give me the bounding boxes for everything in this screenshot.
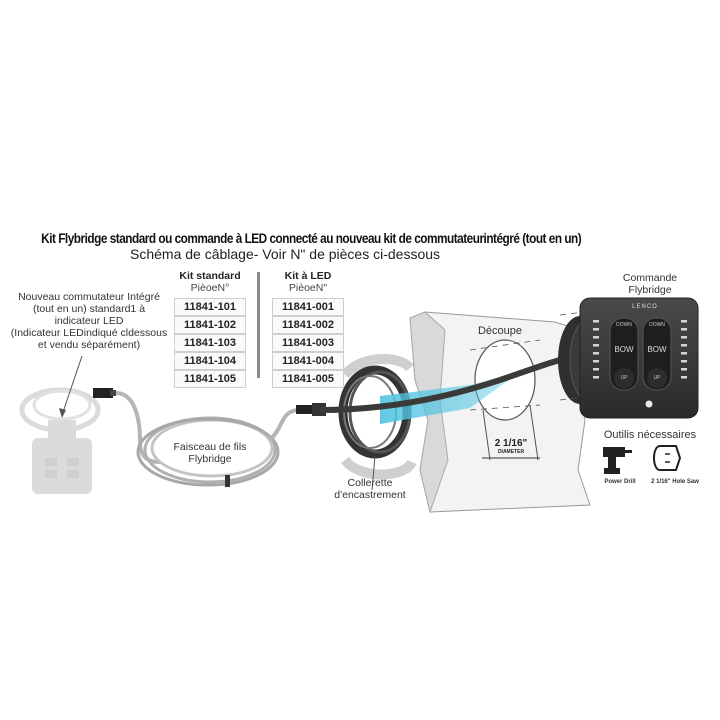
diameter-value: 2 1/16" bbox=[494, 438, 528, 449]
tools-heading: Outilis nécessaires bbox=[603, 429, 697, 441]
diagram-subtitle: Schéma de câblage- Voir N" de pièces ci-… bbox=[130, 246, 441, 262]
harness-label: Faisceau de fils Flybridge bbox=[173, 441, 247, 465]
hole-saw-label: 2 1/16" Hole Saw bbox=[651, 479, 699, 485]
standard-kit-column: Kit standard PièoeN° bbox=[170, 270, 250, 294]
table-divider bbox=[257, 272, 260, 378]
standard-kit-subheading: PièoeN° bbox=[190, 282, 230, 294]
harness-coil bbox=[136, 416, 280, 487]
rocker-left-label: BOW bbox=[614, 345, 634, 354]
new-switch-image bbox=[19, 387, 101, 494]
part-number-cell: 11841-105 bbox=[174, 370, 246, 388]
cutout-label: Découpe bbox=[477, 325, 523, 337]
panel-brand: LENCO bbox=[632, 304, 658, 310]
rocker-left-top[interactable]: DOWN bbox=[616, 322, 632, 328]
part-number-cell: 11841-004 bbox=[272, 352, 344, 370]
new-switch-label: Nouveau commutateur Intégré (tout en un)… bbox=[10, 291, 168, 351]
led-kit-column: Kit à LED PièoeN" bbox=[268, 270, 348, 294]
collar-label: Collerette d'encastrement bbox=[334, 477, 406, 501]
rocker-left-bottom[interactable]: UP bbox=[620, 375, 628, 381]
flybridge-control-label: Commande Flybridge bbox=[622, 272, 678, 296]
led-kit-heading: Kit à LED bbox=[284, 270, 332, 282]
part-number-cell: 11841-001 bbox=[272, 298, 344, 316]
standard-kit-heading: Kit standard bbox=[179, 270, 241, 282]
rocker-right-label: BOW bbox=[647, 345, 667, 354]
part-number-cell: 11841-104 bbox=[174, 352, 246, 370]
part-number-cell: 11841-003 bbox=[272, 334, 344, 352]
power-drill-label: Power Drill bbox=[604, 479, 636, 485]
flybridge-control-panel bbox=[579, 297, 699, 419]
rocker-right-top[interactable]: DOWN bbox=[649, 322, 665, 328]
rocker-right-bottom[interactable]: UP bbox=[653, 375, 661, 381]
diameter-label: DIAMETER bbox=[497, 449, 525, 455]
hole-saw-icon bbox=[653, 445, 682, 471]
part-number-cell: 11841-005 bbox=[272, 370, 344, 388]
power-drill-icon bbox=[603, 447, 632, 474]
diagram-title: Kit Flybridge standard ou commande à LED… bbox=[41, 231, 582, 246]
part-number-cell: 11841-102 bbox=[174, 316, 246, 334]
part-number-cell: 11841-002 bbox=[272, 316, 344, 334]
part-number-cell: 11841-101 bbox=[174, 298, 246, 316]
part-number-cell: 11841-103 bbox=[174, 334, 246, 352]
led-kit-subheading: PièoeN" bbox=[288, 282, 328, 294]
